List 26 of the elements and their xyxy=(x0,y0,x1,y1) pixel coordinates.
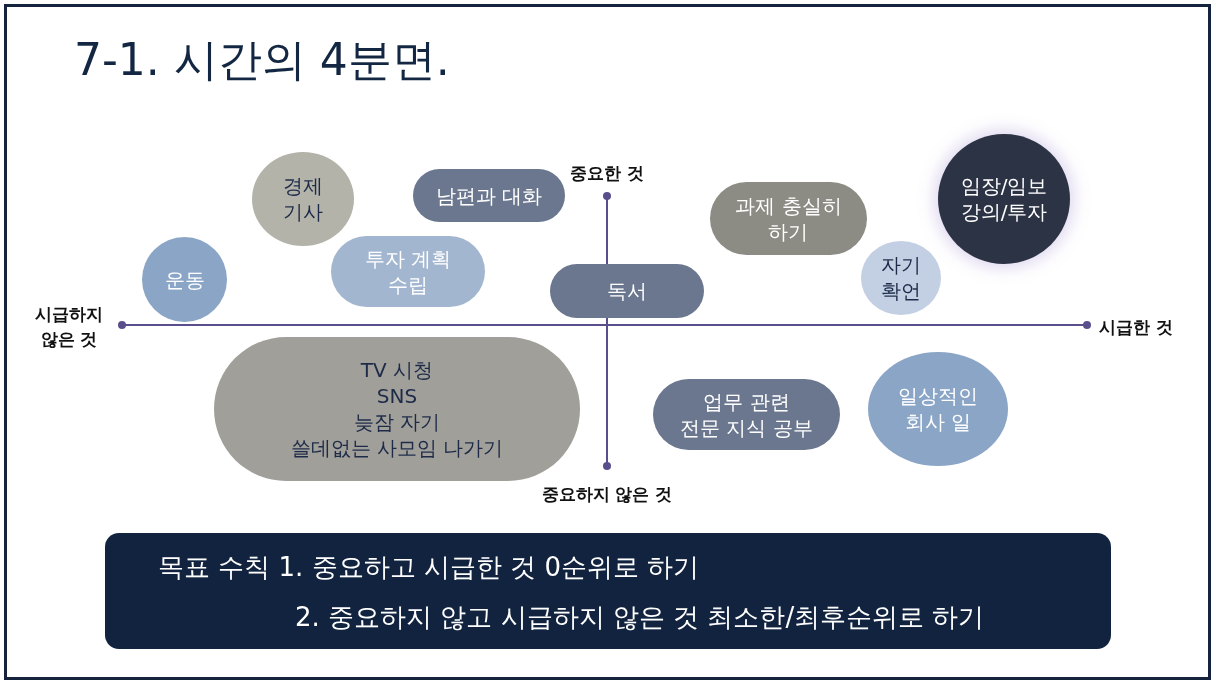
item-label: 업무 관련 전문 지식 공부 xyxy=(680,388,813,441)
item-bubble xyxy=(938,134,1070,264)
rule-banner xyxy=(105,533,1111,649)
item-label: 투자 계획 수립 xyxy=(364,245,452,298)
rule-text: 목표 수칙 1. 중요하고 시급한 것 0순위로 하기 xyxy=(158,551,700,584)
axis-label: 중요한 것 xyxy=(570,161,644,185)
item-label: 경제 기사 xyxy=(283,173,323,225)
item-label: 운동 xyxy=(164,266,205,293)
axis-label: 시급한 것 xyxy=(1099,315,1173,339)
item-bubble xyxy=(413,169,565,222)
item-label: 자기 확언 xyxy=(881,252,921,304)
item-label: SNS xyxy=(376,383,418,409)
axis-label: 중요하지 않은 것 xyxy=(541,482,673,506)
slide-title: 7-1. 시간의 4분면. xyxy=(74,34,450,87)
rule-text: 2. 중요하지 않고 시급하지 않은 것 최소한/최후순위로 하기 xyxy=(295,601,985,634)
item-label: 임장/임보 강의/투자 xyxy=(960,173,1048,225)
item-label: 과제 충실히 하기 xyxy=(735,192,842,245)
item-label: 남편과 대화 xyxy=(435,182,543,209)
item-bubble xyxy=(331,236,485,307)
item-label: 일상적인 회사 일 xyxy=(898,383,978,435)
item-label: TV 시청 xyxy=(360,357,434,383)
axis-label: 시급하지 않은 것 xyxy=(35,303,103,351)
item-label: 독서 xyxy=(607,278,647,304)
item-label: 늦잠 자기 xyxy=(353,409,441,435)
item-bubble xyxy=(550,264,704,318)
item-label: 쓸데없는 사모임 나가기 xyxy=(290,435,504,461)
